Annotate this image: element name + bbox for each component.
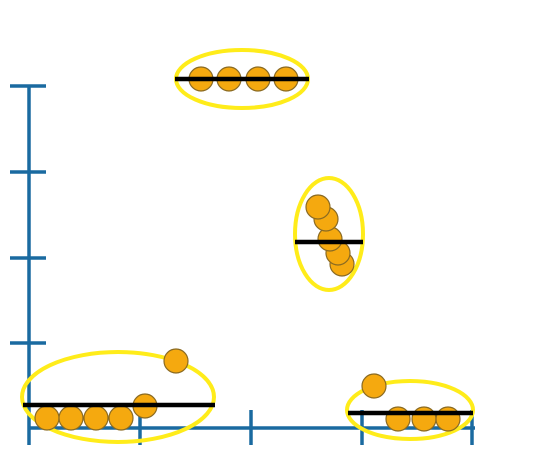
data-dot <box>108 405 134 431</box>
data-dot <box>385 406 411 432</box>
cluster-bottom-left <box>20 348 216 444</box>
axes <box>10 84 475 445</box>
data-dot <box>411 406 437 432</box>
data-dot <box>58 405 84 431</box>
cluster-bottom-right <box>345 373 475 441</box>
outlier-dot <box>361 373 387 399</box>
data-dot <box>435 406 461 432</box>
cluster-middle-right <box>293 176 365 292</box>
cluster-ellipse <box>345 379 475 441</box>
data-dot <box>305 194 331 220</box>
cluster-top <box>174 48 310 110</box>
cluster-ellipse <box>293 176 365 292</box>
data-dot <box>83 405 109 431</box>
outlier-dot <box>163 348 189 374</box>
cluster-ellipse <box>20 350 216 444</box>
data-dot <box>34 405 60 431</box>
